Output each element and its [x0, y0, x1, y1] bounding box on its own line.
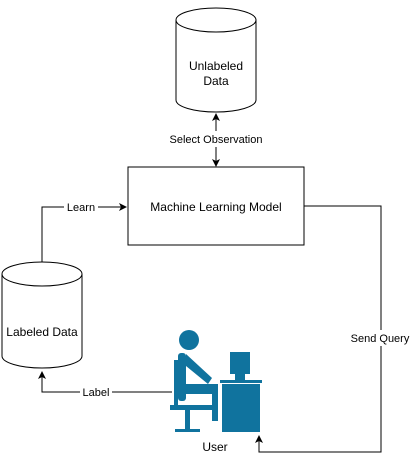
send-query-edge: Send Query — [255, 205, 412, 453]
machine-learning-model-label: Machine Learning Model — [150, 200, 281, 214]
select-observation-label: Select Observation — [170, 134, 263, 146]
label-edge-label: Label — [83, 387, 110, 399]
select-observation-edge: Select Observation — [168, 113, 266, 167]
user-at-computer-icon — [170, 330, 262, 432]
label-edge: Label — [38, 371, 172, 400]
labeled-data-node: Labeled Data — [1, 261, 83, 369]
unlabeled-data-node: Unlabeled Data — [175, 7, 257, 113]
unlabeled-data-label-line2: Data — [203, 74, 229, 88]
unlabeled-data-label-line1: Unlabeled — [189, 59, 243, 73]
learn-label: Learn — [67, 202, 95, 214]
machine-learning-model-node: Machine Learning Model — [127, 166, 305, 246]
labeled-data-label: Labeled Data — [6, 325, 78, 339]
learn-edge: Learn — [41, 200, 127, 262]
send-query-label: Send Query — [351, 333, 410, 345]
user-label: User — [202, 440, 227, 454]
